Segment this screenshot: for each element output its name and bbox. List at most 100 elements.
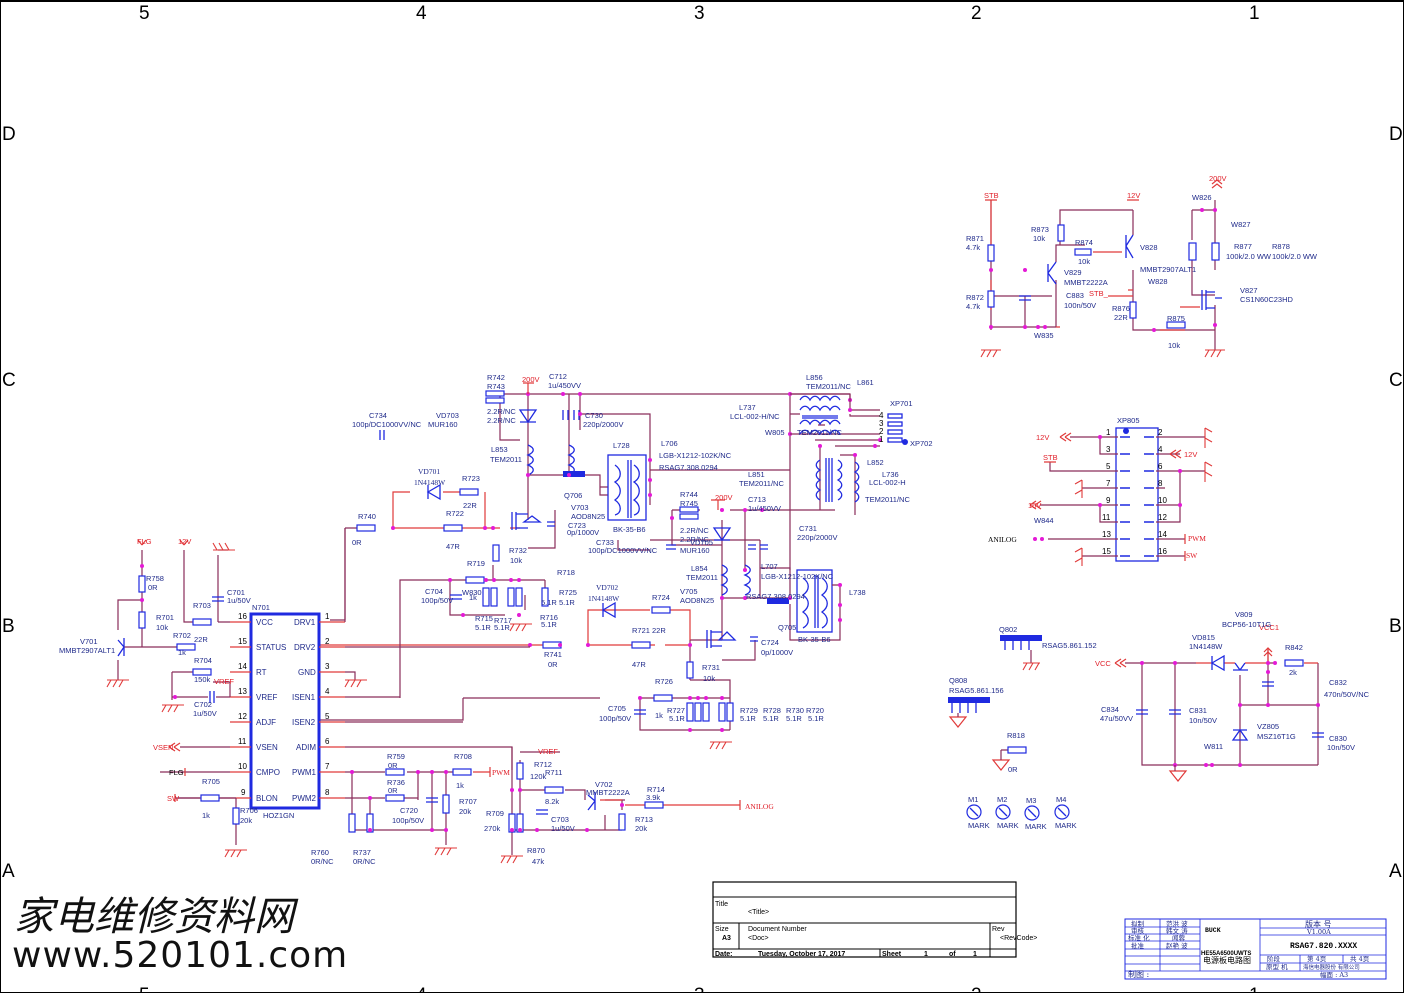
xp805-pin: 9 xyxy=(1106,496,1111,505)
boost-channel-2 xyxy=(320,499,842,750)
resistor-r759 xyxy=(385,768,405,776)
zone-row-d-left: D xyxy=(2,124,16,145)
tb-rev-value: <RevCode> xyxy=(1000,935,1037,942)
cn-row-1-value: 范洪 波 xyxy=(1166,919,1188,928)
val-r745: 2.2R/NC xyxy=(680,535,709,544)
ref-v701: V701 xyxy=(80,637,98,646)
cn-model: HE55A6500UWTS xyxy=(1201,951,1251,957)
pin-num-14: 14 xyxy=(238,662,247,671)
ref-r730: R730 xyxy=(786,706,804,715)
ref-l861: L861 xyxy=(857,378,874,387)
connector-body-xp805 xyxy=(1115,427,1159,562)
mark-m4-icon xyxy=(1054,804,1070,820)
pin-name-10: CMPO xyxy=(256,768,280,777)
xp805-pin: 15 xyxy=(1102,547,1111,556)
resistor-r711 xyxy=(544,786,564,794)
resistor-r719 xyxy=(465,576,485,584)
svg-text:3: 3 xyxy=(879,419,884,428)
val-r743: 2.2R/NC xyxy=(487,416,516,425)
sense-ch1 xyxy=(399,565,549,698)
val-l707: LGB-X1212-102K/NC xyxy=(761,572,834,581)
ref-xp805: XP805 xyxy=(1117,416,1140,425)
zone-columns-bottom: 5 4 3 2 1 xyxy=(139,985,1260,993)
ref-l737: L737 xyxy=(739,403,756,412)
resistor-r740 xyxy=(356,524,376,532)
pin-name-15: STATUS xyxy=(256,643,286,652)
pin-name-5: ISEN2 xyxy=(292,718,316,727)
cn-version-label: 版本 号 xyxy=(1305,919,1332,929)
ref-c831: C831 xyxy=(1189,706,1207,715)
ref-w835: W835 xyxy=(1034,331,1054,340)
ref-w826: W826 xyxy=(1192,193,1212,202)
ref-r873: R873 xyxy=(1031,225,1049,234)
zone-col-4-bottom: 4 xyxy=(416,985,427,993)
resistor-r705 xyxy=(200,794,220,802)
val-c830: 10n/50V xyxy=(1327,743,1355,752)
ref-r723: R723 xyxy=(462,474,480,483)
tb-title-label: Title xyxy=(715,901,728,908)
mosfet-v827 xyxy=(1201,290,1222,310)
zone-columns-top: 5 4 3 2 1 xyxy=(139,3,1260,24)
ref-r718: R718 xyxy=(557,568,575,577)
pin-name-11: VSEN xyxy=(256,743,278,752)
ref-q802: Q802 xyxy=(999,625,1017,634)
val-c704: 100p/50V xyxy=(421,596,453,605)
vcc-regulator xyxy=(1114,647,1324,771)
resistor-r871 xyxy=(987,244,995,262)
ref-m4: M4 xyxy=(1056,795,1066,804)
tb-sheet-label: Sheet xyxy=(882,951,902,958)
net-label-vcc1: VCC1 xyxy=(1259,623,1279,632)
val-m2: MARK xyxy=(997,821,1019,830)
val-c733: 100p/DC1000VV/NC xyxy=(588,546,658,555)
val-r876: 22R xyxy=(1114,313,1128,322)
transformer-l728 xyxy=(607,454,647,521)
zone-col-4: 4 xyxy=(416,3,427,24)
zone-rows: D D C C B B A A xyxy=(2,124,1403,882)
ic-pins: VCC STATUS RT VREF ADJF VSEN CMPO BLON 1… xyxy=(238,612,330,803)
resistor-r878 xyxy=(1211,242,1220,261)
tb-size-value: A3 xyxy=(722,935,731,942)
net-label-vcc: VCC xyxy=(1095,659,1111,668)
ref-r877: R877 xyxy=(1234,242,1252,251)
tb-date-value: Tuesday, October 17, 2017 xyxy=(758,951,845,958)
mosfet-v703 xyxy=(511,512,542,530)
ref-v809: V809 xyxy=(1235,610,1253,619)
svg-text:4: 4 xyxy=(879,411,884,420)
ref-m1: M1 xyxy=(968,795,978,804)
ref-r740: R740 xyxy=(358,512,376,521)
zone-col-5: 5 xyxy=(139,3,150,24)
ref-r842: R842 xyxy=(1285,643,1303,652)
heatsink-q808 xyxy=(948,697,990,703)
net-label-stb-underscore: STB_ xyxy=(1089,289,1109,298)
boost-channel-1 xyxy=(330,382,852,621)
diode-vd701 xyxy=(426,483,441,501)
ic-ref: N701 xyxy=(252,603,270,612)
val-l853: TEM2011 xyxy=(490,455,522,464)
val-r716: 5.1R xyxy=(541,620,557,629)
tb-title-value: <Title> xyxy=(748,909,769,916)
ref-r741: R741 xyxy=(544,650,562,659)
net-label-anilog-xp: ANILOG xyxy=(988,535,1017,544)
ref-c720: C720 xyxy=(400,806,418,815)
ref-r716: R716 xyxy=(540,613,558,622)
svg-text:2: 2 xyxy=(879,427,884,436)
net-label-vref-dim: VREF xyxy=(538,747,558,756)
val-bk1: BK-35-B6 xyxy=(613,525,646,534)
cn-row-2-value: 韩文 涛 xyxy=(1166,926,1188,935)
zone-col-2: 2 xyxy=(971,3,982,24)
ref-vd815: VD815 xyxy=(1192,633,1215,642)
ref-r737: R737 xyxy=(353,848,371,857)
val-l851: TEM2011/NC xyxy=(739,479,784,488)
val-r726: 1k xyxy=(655,711,663,720)
mark-m1-icon xyxy=(966,804,982,820)
ref-l738: L738 xyxy=(849,588,866,597)
ref-l728: L728 xyxy=(613,441,630,450)
ref-m3: M3 xyxy=(1026,796,1036,805)
zone-row-a-right: A xyxy=(1389,861,1402,882)
xp805-pin: 8 xyxy=(1158,479,1163,488)
ref-l706: L706 xyxy=(661,439,678,448)
val-r721: 22R xyxy=(652,626,666,635)
val-c712: 1u/450VV xyxy=(548,381,581,390)
ref-c731: C731 xyxy=(799,524,817,533)
mark-m3-icon xyxy=(1024,805,1040,821)
